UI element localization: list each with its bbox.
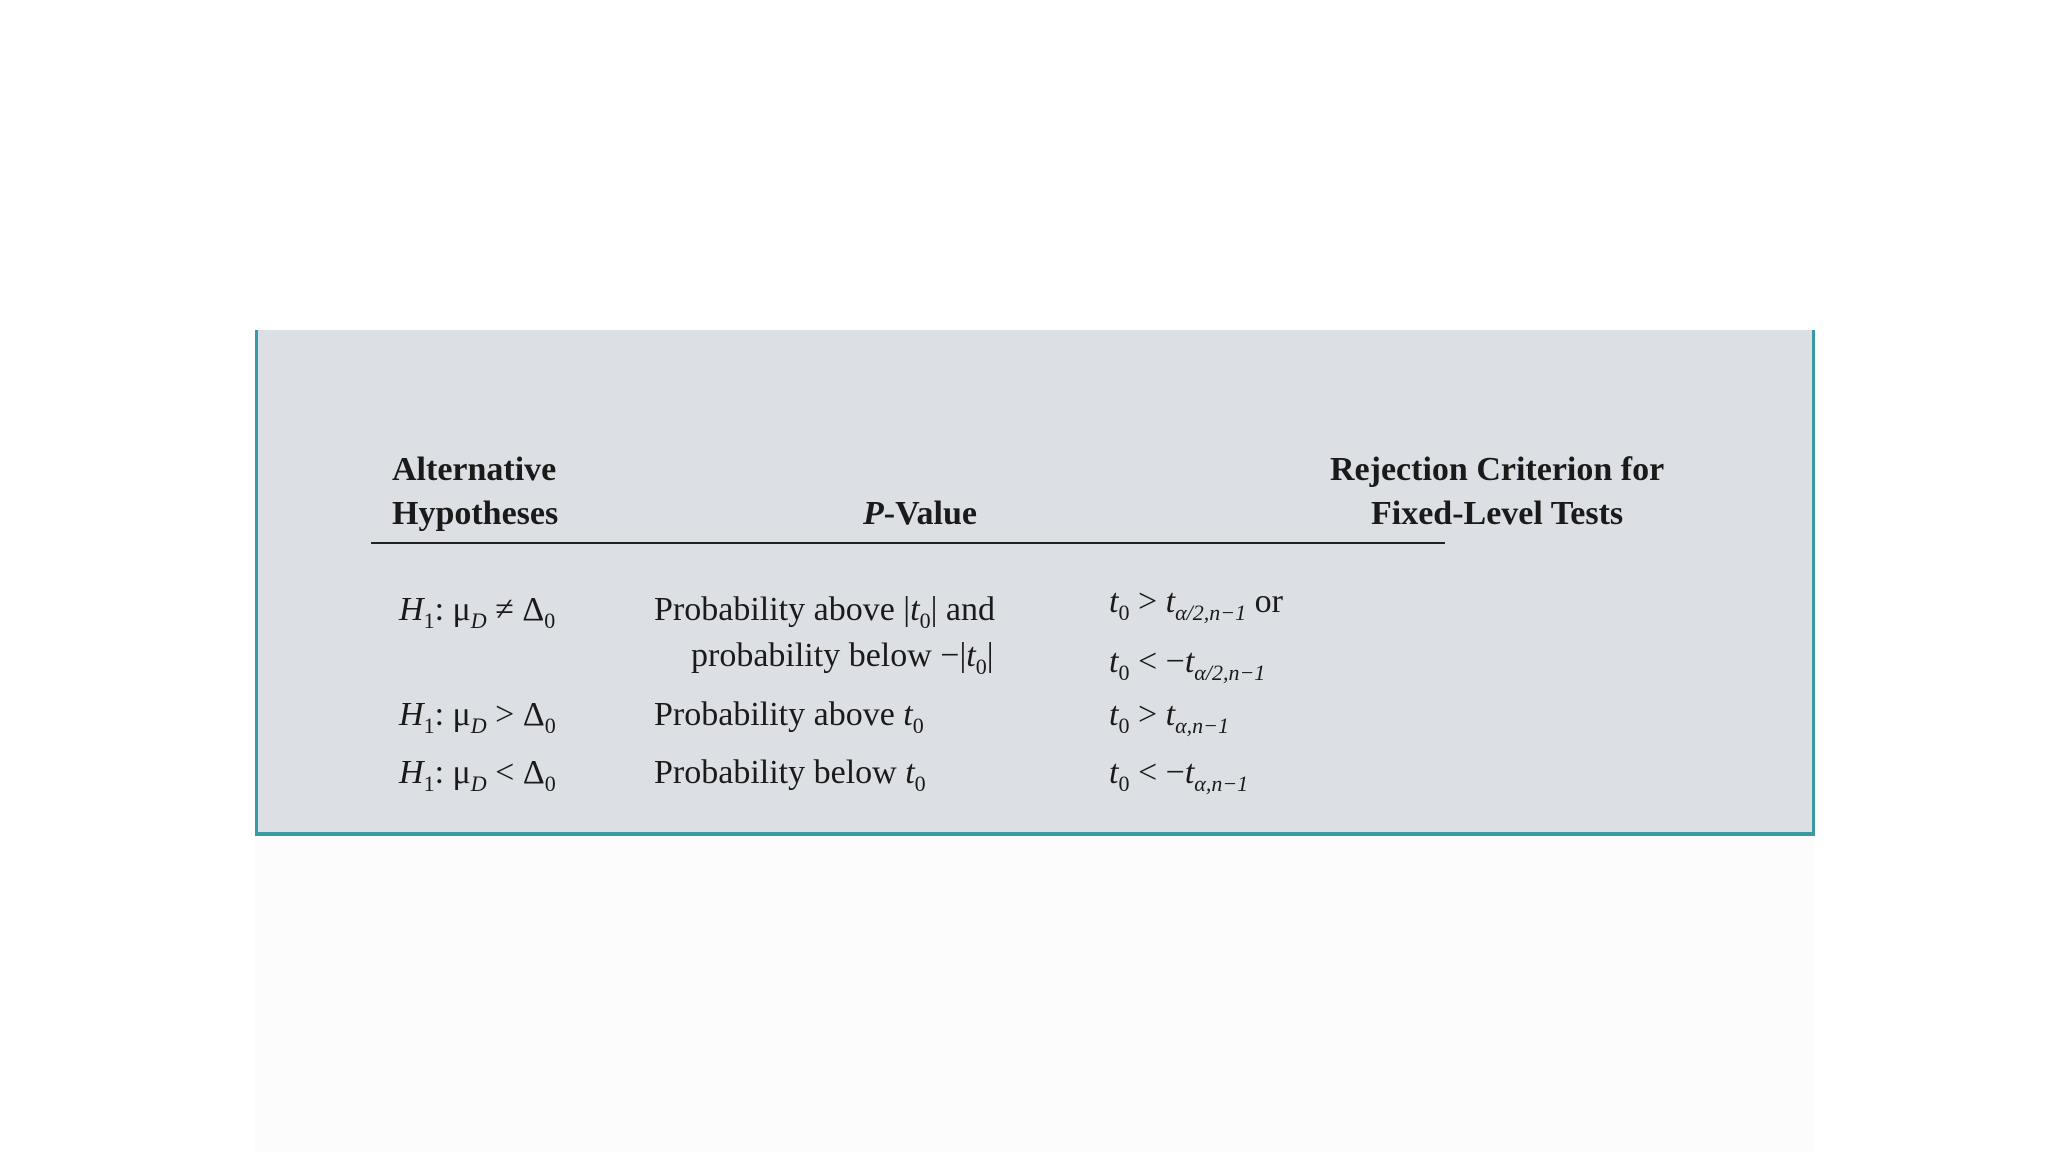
row1-abs-close2: | — [986, 637, 994, 674]
row1-rej-crit-sub: α/2,n−1 — [1175, 600, 1247, 625]
row1-H-sub: 1 — [423, 608, 435, 633]
row2-delta-sub: 0 — [544, 713, 556, 738]
row3-rej-crit-sub: α,n−1 — [1194, 771, 1249, 796]
page-background-lower — [255, 836, 1815, 1152]
header-alternative-line2: Hypotheses — [392, 495, 559, 532]
row3-delta: Δ — [522, 754, 545, 791]
row3-rej-t-sub: 0 — [1118, 771, 1130, 796]
row1-rej2-crit-sub: α/2,n−1 — [1194, 660, 1266, 685]
row1-and: and — [945, 591, 995, 628]
header-pvalue-suffix: -Value — [883, 495, 977, 532]
row1-pvalue-text: Probability above — [654, 591, 895, 628]
row2-pvalue-text: Probability above — [654, 696, 895, 733]
row3-rej-op: < — [1137, 754, 1158, 791]
header-rejection-line2: Fixed-Level Tests — [1371, 495, 1624, 532]
row1-colon: : — [434, 591, 445, 628]
row1-rej2-neg: − — [1165, 643, 1185, 680]
header-rejection-line1: Rejection Criterion for — [1330, 451, 1665, 488]
header-rule — [371, 542, 1445, 544]
row2-mu: μ — [452, 696, 471, 733]
header-alternative-line1: Alternative — [392, 451, 557, 488]
row1-pvalue-text2: probability below — [691, 637, 932, 674]
row1-rej-crit: t — [1165, 583, 1176, 620]
row3-mu-sub: D — [470, 771, 487, 796]
row2-hypothesis: H1: μD > Δ0 — [399, 693, 556, 737]
row2-rej-t: t — [1109, 696, 1119, 733]
row1-t2: t — [966, 637, 976, 674]
row2-op: > — [495, 696, 515, 733]
row3-rej-neg: − — [1165, 754, 1185, 791]
row2-H-sub: 1 — [423, 713, 435, 738]
row3-mu: μ — [452, 754, 471, 791]
row1-pvalue-line1: Probability above |t0| and — [654, 588, 995, 632]
row1-rej-or: or — [1254, 583, 1283, 620]
row1-rej-op: > — [1137, 583, 1158, 620]
row1-pvalue-line2: probability below −|t0| — [691, 634, 994, 678]
row3-pvalue-text: Probability below — [654, 754, 897, 791]
row1-rej2-op: < — [1137, 643, 1158, 680]
row3-hypothesis: H1: μD < Δ0 — [399, 751, 556, 795]
row3-pvalue: Probability below t0 — [654, 751, 926, 795]
row1-rejection-line2: t0 < −tα/2,n−1 — [1109, 640, 1265, 684]
header-pvalue-prefix: P — [863, 495, 884, 532]
row1-rej2-crit: t — [1184, 643, 1195, 680]
row3-colon: : — [434, 754, 445, 791]
row1-rej-t-sub: 0 — [1118, 600, 1130, 625]
row1-abs-close: | — [930, 591, 938, 628]
row2-mu-sub: D — [470, 713, 487, 738]
row1-rej-t: t — [1109, 583, 1119, 620]
row2-colon: : — [434, 696, 445, 733]
row2-rej-op: > — [1137, 696, 1158, 733]
row1-neg: − — [940, 637, 960, 674]
row1-rej2-t: t — [1109, 643, 1119, 680]
row2-rej-crit: t — [1165, 696, 1176, 733]
row3-rej-t: t — [1109, 754, 1119, 791]
row1-abs-open2: | — [959, 637, 967, 674]
row3-H-sub: 1 — [423, 771, 435, 796]
row1-rej2-t-sub: 0 — [1118, 660, 1130, 685]
row3-H: H — [399, 754, 424, 791]
row1-t-sub: 0 — [919, 608, 931, 633]
header-pvalue: P-Value — [788, 492, 1052, 536]
row1-rejection-line1: t0 > tα/2,n−1 or — [1109, 580, 1283, 624]
row2-rej-t-sub: 0 — [1118, 713, 1130, 738]
row3-rej-crit: t — [1184, 754, 1195, 791]
row1-abs-open: | — [903, 591, 911, 628]
hypothesis-table-panel: Alternative Hypotheses P-Value Rejection… — [255, 330, 1815, 836]
row3-delta-sub: 0 — [544, 771, 556, 796]
row2-t: t — [903, 696, 913, 733]
row1-t2-sub: 0 — [975, 654, 987, 679]
row1-delta-sub: 0 — [544, 608, 556, 633]
row2-H: H — [399, 696, 424, 733]
row1-delta: Δ — [522, 591, 545, 628]
row3-t: t — [905, 754, 915, 791]
row1-t: t — [910, 591, 920, 628]
row1-H: H — [399, 591, 424, 628]
row2-t-sub: 0 — [912, 713, 924, 738]
row1-hypothesis: H1: μD ≠ Δ0 — [399, 588, 555, 632]
row3-t-sub: 0 — [914, 771, 926, 796]
row3-op: < — [495, 754, 515, 791]
row1-mu-sub: D — [470, 608, 487, 633]
row1-op: ≠ — [495, 591, 514, 628]
row3-rejection: t0 < −tα,n−1 — [1109, 751, 1248, 795]
row2-pvalue: Probability above t0 — [654, 693, 924, 737]
row2-rejection: t0 > tα,n−1 — [1109, 693, 1229, 737]
row1-mu: μ — [452, 591, 471, 628]
row2-rej-crit-sub: α,n−1 — [1175, 713, 1229, 738]
row2-delta: Δ — [522, 696, 545, 733]
